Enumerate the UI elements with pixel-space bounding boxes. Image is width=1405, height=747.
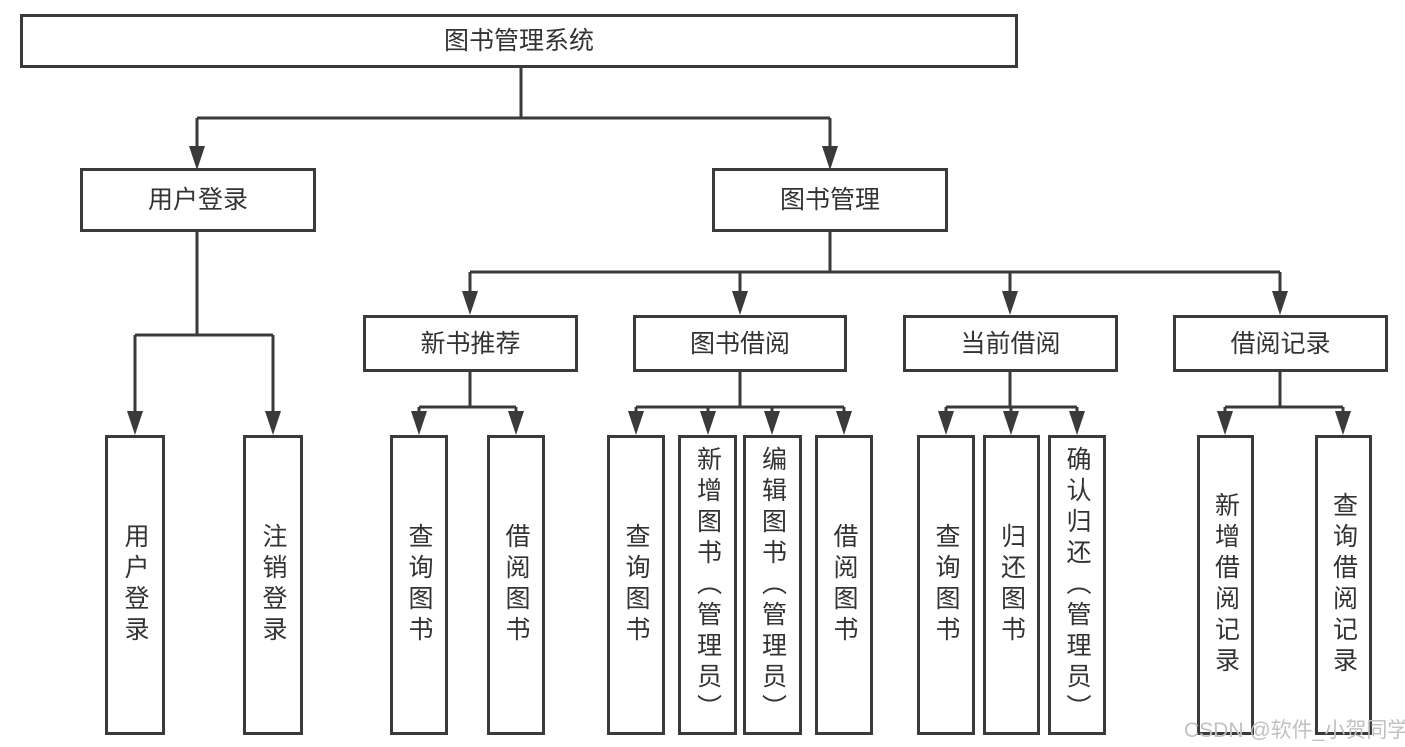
node-new-book-recommend: 新书推荐: [363, 315, 578, 372]
node-current-borrow: 当前借阅: [903, 315, 1118, 372]
node-edit-book-admin: 编辑图书（管理员）: [743, 435, 802, 735]
node-query-books-3: 查询图书: [917, 435, 975, 735]
node-return-books: 归还图书: [983, 435, 1040, 735]
node-borrow-books-2: 借阅图书: [815, 435, 873, 735]
node-borrow-record: 借阅记录: [1173, 315, 1388, 372]
csdn-watermark: CSDN @软件_小贺同学: [1184, 719, 1405, 742]
node-query-books-2: 查询图书: [607, 435, 665, 735]
node-add-book-admin: 新增图书（管理员）: [678, 435, 737, 735]
node-query-borrow-record: 查询借阅记录: [1315, 435, 1372, 735]
node-book-management: 图书管理: [712, 168, 948, 232]
node-query-books-1: 查询图书: [390, 435, 448, 735]
node-book-borrow: 图书借阅: [633, 315, 847, 372]
node-logout-leaf: 注销登录: [243, 435, 303, 735]
node-user-login-leaf: 用户登录: [105, 435, 165, 735]
node-library-system: 图书管理系统: [20, 14, 1018, 68]
node-borrow-books-1: 借阅图书: [487, 435, 545, 735]
node-confirm-return-admin: 确认归还（管理员）: [1048, 435, 1106, 735]
node-user-login: 用户登录: [80, 168, 316, 232]
node-add-borrow-record: 新增借阅记录: [1197, 435, 1254, 735]
